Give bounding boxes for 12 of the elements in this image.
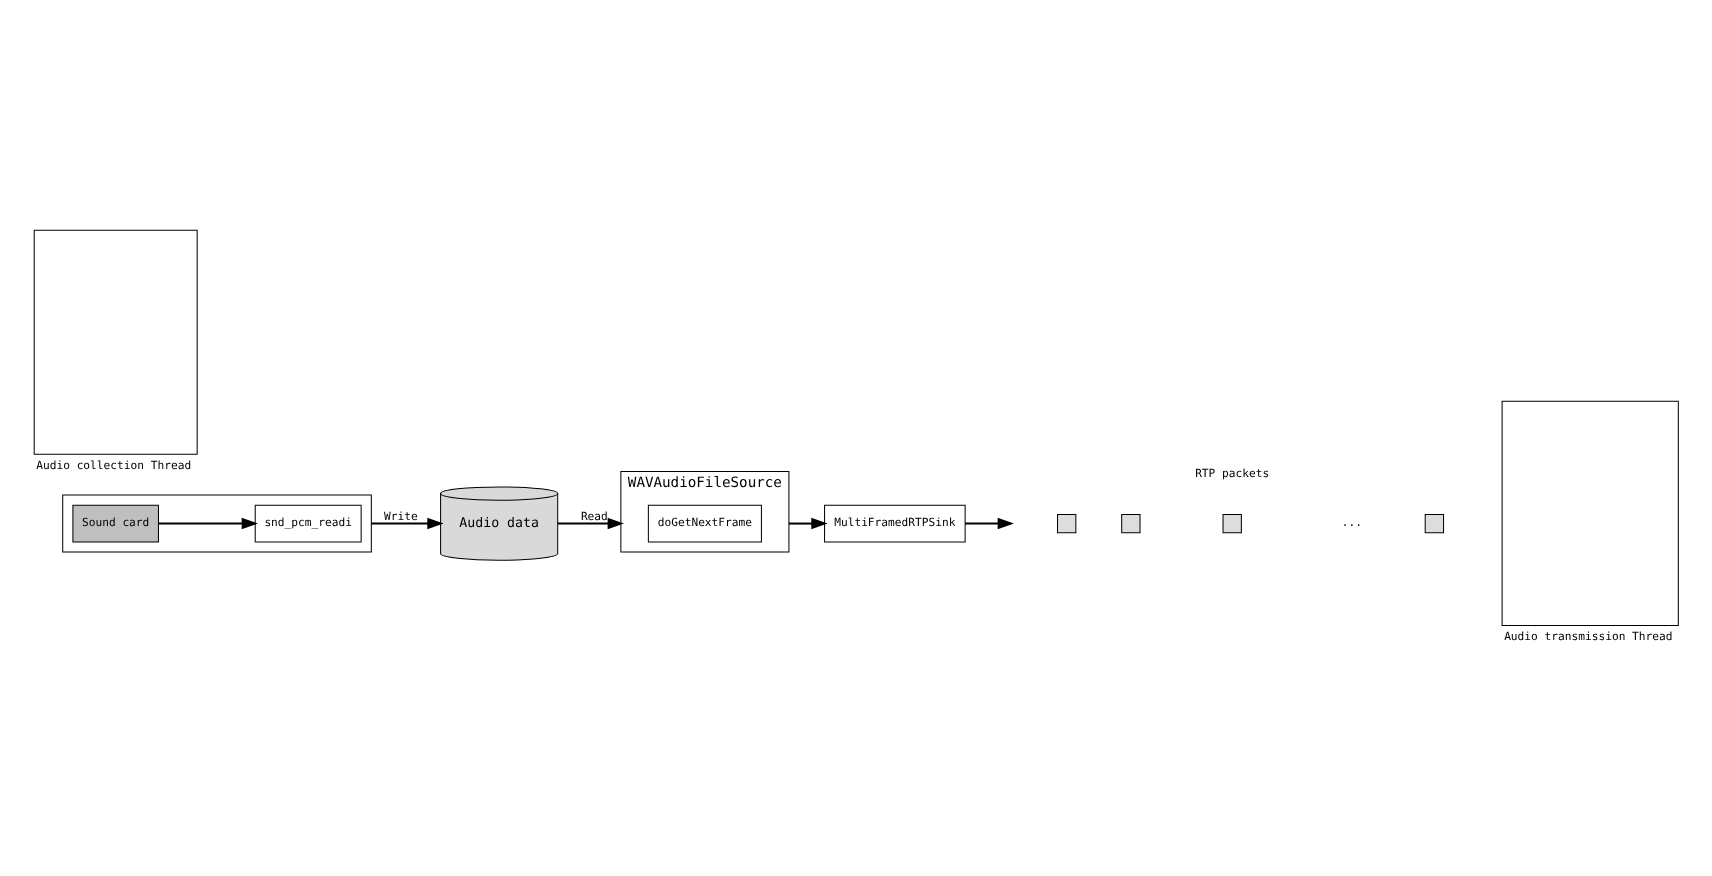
node-box xyxy=(1424,513,1445,534)
node-box xyxy=(33,229,198,455)
cluster xyxy=(62,494,372,553)
node-box xyxy=(1121,513,1141,534)
arrow xyxy=(965,517,1014,530)
arrow xyxy=(371,517,444,530)
node-box xyxy=(1222,513,1242,534)
arrow xyxy=(158,517,258,530)
arrow xyxy=(557,517,624,530)
node-box xyxy=(1501,400,1679,626)
node-box xyxy=(1057,513,1077,534)
arrow xyxy=(788,517,828,530)
